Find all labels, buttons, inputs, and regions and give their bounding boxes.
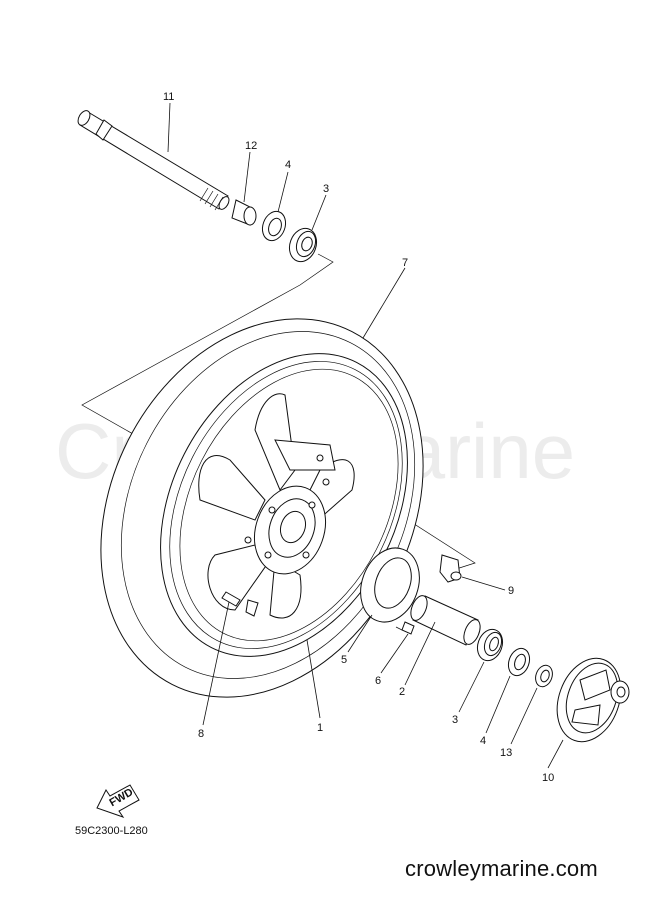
callout-12: 12	[245, 140, 257, 152]
wheel-assembly	[100, 318, 424, 698]
callout-8: 8	[198, 728, 204, 740]
callout-2: 2	[399, 686, 405, 698]
callout-3-upper: 3	[323, 183, 329, 195]
site-url-text: crowleymarine.com	[405, 856, 598, 881]
bolt-part	[395, 621, 415, 635]
leader-lines	[167, 102, 564, 769]
callout-10: 10	[542, 772, 554, 784]
fwd-arrow-icon: FWD	[96, 784, 140, 818]
callout-3-lower: 3	[452, 714, 458, 726]
callout-5: 5	[341, 654, 347, 666]
explode-line-upper	[81, 253, 334, 456]
callout-4-lower: 4	[480, 735, 486, 747]
callout-9: 9	[508, 585, 514, 597]
collar-lower-part	[535, 664, 553, 688]
callout-1: 1	[317, 722, 323, 734]
axle-part	[77, 110, 230, 211]
callout-13: 13	[500, 747, 512, 759]
bearing-lower-part	[476, 628, 504, 662]
callout-labels: 11 12 4 3 7 9 5 6 2 3 4 13 10 8 1	[163, 91, 554, 784]
collar-part	[231, 199, 257, 226]
spacer-tube-part	[410, 595, 481, 646]
diagram-code: 59C2300-L280	[75, 825, 148, 837]
callout-6: 6	[375, 675, 381, 687]
callout-11: 11	[163, 91, 174, 103]
gear-cover-part	[556, 657, 630, 743]
oil-seal-upper-part	[261, 210, 287, 242]
bearing-upper-part	[288, 227, 318, 263]
oil-seal-lower-part	[507, 647, 531, 677]
spacer-plate-part	[360, 547, 420, 623]
callout-7: 7	[402, 257, 408, 269]
callout-4-upper: 4	[285, 159, 291, 171]
valve-clip-part	[439, 554, 462, 583]
